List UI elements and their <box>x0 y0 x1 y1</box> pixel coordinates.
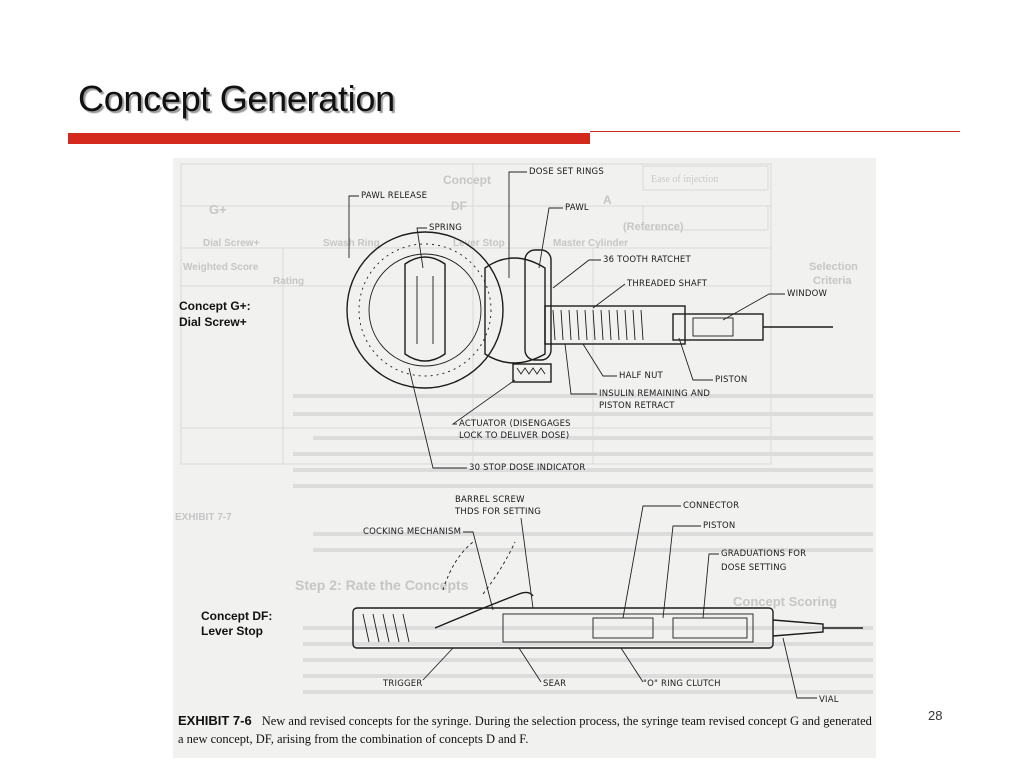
background-body-text-lines <box>293 394 873 694</box>
dose-dial-outer <box>346 231 504 389</box>
bg-step-2: Step 2: Rate the Concepts <box>295 577 469 593</box>
callout-spring: SPRING <box>429 223 462 233</box>
dial-center-lines <box>416 276 434 344</box>
caption-text: New and revised concepts for the syringe… <box>178 714 872 746</box>
lever-syringe-body <box>352 607 774 649</box>
callout-connector: CONNECTOR <box>683 501 739 511</box>
callout-pawl: PAWL <box>565 203 589 213</box>
bottom-callouts: BARREL SCREW THDS FOR SETTING CONNECTOR … <box>363 495 839 705</box>
callout-dose-set-rings: DOSE SET RINGS <box>529 167 604 177</box>
pen-cap-end <box>484 257 546 364</box>
bg-ease-of-injection: Ease of injection <box>651 174 718 185</box>
callout-36-tooth-ratchet: 36 TOOTH RATCHET <box>603 255 691 265</box>
callout-half-nut: HALF NUT <box>619 371 664 381</box>
callout-trigger: TRIGGER <box>382 679 422 689</box>
inner-barrel <box>502 613 754 643</box>
title-underline-thin <box>590 131 960 132</box>
syringe-concepts-drawing: Concept G+ DF A (Reference) Dial Screw+ … <box>175 163 873 705</box>
trigger-lever <box>434 591 534 629</box>
callout-barrel-line2: THDS FOR SETTING <box>454 507 541 517</box>
concept-df-label-line1: Concept DF: <box>201 609 272 623</box>
bg-df: DF <box>451 199 467 213</box>
bg-weighted-score: Weighted Score <box>183 262 259 273</box>
page-number: 28 <box>928 708 943 723</box>
slide-title: Concept Generation <box>78 78 395 119</box>
callout-insulin-line1: INSULIN REMAINING AND <box>599 389 710 399</box>
actuator-button <box>512 363 552 383</box>
bg-lever-stop: Lever Stop <box>453 238 505 249</box>
title-underline-thick <box>68 133 590 144</box>
concept-g-plus-label-line2: Dial Screw+ <box>179 315 247 329</box>
actuator-spring <box>516 367 546 375</box>
bg-exhibit-7-7: EXHIBIT 7-7 <box>175 512 232 523</box>
threaded-shaft-lines <box>552 309 644 341</box>
dial-center-slot <box>404 256 446 362</box>
top-callouts: DOSE SET RINGS PAWL RELEASE PAWL SPRING … <box>348 167 828 473</box>
bg-dial-screw: Dial Screw+ <box>203 238 260 249</box>
bg-a: A <box>603 193 612 207</box>
cocking-spring <box>362 613 410 643</box>
dial-screw-syringe-drawing <box>346 231 833 389</box>
callout-actuator-line1: ACTUATOR (DISENGAGES <box>459 419 571 429</box>
callout-graduations-line1: GRADUATIONS FOR <box>721 549 806 559</box>
callout-piston-bottom: PISTON <box>703 521 735 531</box>
concept-df-label-line2: Lever Stop <box>201 624 263 638</box>
trigger-motion-arc <box>442 541 516 595</box>
dose-dial-ticks <box>358 243 492 377</box>
bg-criteria: Criteria <box>813 275 852 287</box>
bg-g-plus: G+ <box>209 202 227 217</box>
pen-body <box>544 305 686 345</box>
dose-dial-inner <box>368 253 482 367</box>
callout-actuator-line2: LOCK TO DELIVER DOSE) <box>459 431 569 441</box>
callout-cocking-mechanism: COCKING MECHANISM <box>363 527 461 537</box>
callout-o-ring-clutch: "O" RING CLUTCH <box>643 679 721 689</box>
bg-reference: (Reference) <box>623 221 684 233</box>
callout-threaded-shaft: THREADED SHAFT <box>626 279 708 289</box>
bg-selection: Selection <box>809 261 858 273</box>
graduations-section <box>672 617 748 639</box>
callout-barrel-line1: BARREL SCREW <box>455 495 525 505</box>
window-opening <box>692 317 734 337</box>
concept-g-plus-label-line1: Concept G+: <box>179 299 251 313</box>
callout-piston: PISTON <box>715 375 747 385</box>
caption-label: EXHIBIT 7-6 <box>178 713 252 728</box>
callout-graduations-line2: DOSE SETTING <box>721 563 787 573</box>
background-table-text: Concept G+ DF A (Reference) Dial Screw+ … <box>175 173 858 609</box>
callout-vial: VIAL <box>819 695 839 705</box>
bg-concept: Concept <box>443 173 491 187</box>
pawl-housing <box>524 249 552 361</box>
bg-concept-scoring: Concept Scoring <box>733 594 837 609</box>
exhibit-figure: Concept G+ DF A (Reference) Dial Screw+ … <box>173 158 876 758</box>
callout-insulin-line2: PISTON RETRACT <box>599 401 675 411</box>
bg-master-cylinder: Master Cylinder <box>553 238 628 249</box>
bg-swash-ring: Swash Ring <box>323 238 380 249</box>
callout-pawl-release: PAWL RELEASE <box>361 191 427 201</box>
callout-window: WINDOW <box>787 289 828 299</box>
callout-30-stop-indicator: 30 STOP DOSE INDICATOR <box>469 463 586 473</box>
background-table-grid <box>180 163 772 465</box>
callout-sear: SEAR <box>543 679 566 689</box>
bg-rating: Rating <box>273 276 304 287</box>
